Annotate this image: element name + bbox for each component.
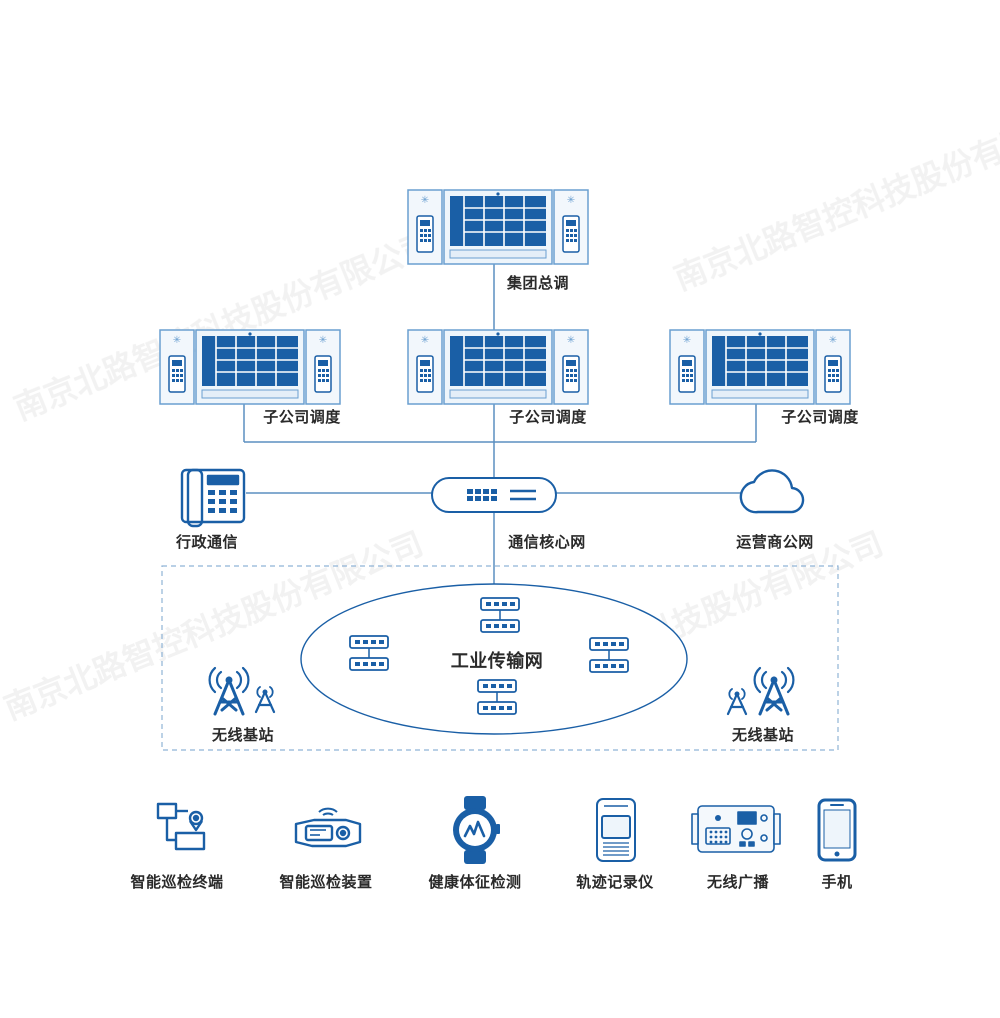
label-core-network: 通信核心网: [508, 533, 586, 551]
device-label: 健康体征检测: [428, 873, 522, 891]
industrial-network-ring: [300, 583, 688, 735]
inspection-terminal-icon: [156, 802, 206, 851]
sub-dispatch-console-center: [408, 330, 588, 404]
track-recorder-icon: [596, 798, 636, 862]
health-watch-icon: [453, 796, 500, 864]
group-dispatch-console: [408, 190, 588, 264]
label-admin-comm: 行政通信: [175, 533, 239, 551]
admin-telephone-icon: [180, 468, 246, 528]
watermark-text: 南京北路智控科技股份有限公司: [669, 94, 1000, 297]
label-sub-dispatch-center: 子公司调度: [509, 408, 587, 426]
sub-dispatch-console-left: [160, 330, 340, 404]
device-label: 智能巡检装置: [279, 873, 373, 891]
inspection-device-icon: [294, 807, 362, 848]
connection-lines: [243, 262, 757, 588]
label-base-station-left: 无线基站: [211, 726, 275, 744]
cloud-icon: [739, 469, 805, 514]
device-label: 轨迹记录仪: [576, 873, 654, 891]
label-group-dispatch: 集团总调: [506, 274, 570, 292]
device-label: 手机: [821, 873, 853, 891]
label-sub-dispatch-left: 子公司调度: [263, 408, 341, 426]
device-label: 智能巡检终端: [130, 873, 224, 891]
sub-dispatch-console-right: [670, 330, 850, 404]
base-station-left-icon: [208, 666, 276, 716]
label-operator-network: 运营商公网: [736, 533, 814, 551]
wireless-area-boundary: [161, 565, 839, 751]
device-label: 无线广播: [706, 873, 770, 891]
mobile-phone-icon: [817, 798, 857, 862]
core-switch-icon: [431, 477, 557, 513]
label-sub-dispatch-right: 子公司调度: [781, 408, 859, 426]
wireless-broadcast-icon: [691, 805, 781, 853]
label-base-station-right: 无线基站: [731, 726, 795, 744]
label-industrial-network: 工业传输网: [450, 651, 544, 672]
base-station-right-icon: [726, 666, 795, 716]
